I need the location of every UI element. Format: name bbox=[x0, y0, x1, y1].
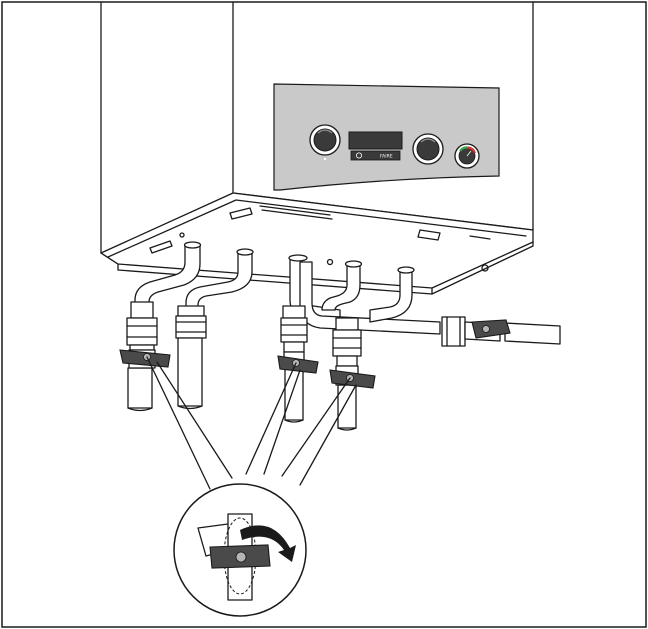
digital-display: FAIRE bbox=[348, 131, 403, 161]
pipe-heating-flow bbox=[126, 241, 202, 412]
power-button-icon bbox=[355, 152, 362, 159]
pressure-gauge-icon bbox=[454, 143, 480, 169]
display-label: FAIRE bbox=[380, 154, 393, 160]
pipe-cold-water bbox=[321, 260, 363, 431]
gas-valve-handle bbox=[471, 319, 511, 339]
valve-cold-water bbox=[329, 365, 376, 389]
temperature-knob-left bbox=[309, 124, 341, 161]
valve-rotation-detail bbox=[173, 483, 307, 617]
valve-gas bbox=[277, 351, 319, 374]
rotation-arrow-icon bbox=[240, 525, 296, 562]
pipe-hot-water bbox=[175, 248, 254, 410]
boiler-casing bbox=[100, 2, 534, 295]
pipe-heating-return bbox=[369, 266, 561, 347]
control-panel: FAIRE bbox=[273, 83, 500, 191]
valve-heating-flow bbox=[119, 349, 171, 369]
callout-leader-lines bbox=[146, 356, 357, 490]
temperature-knob-right bbox=[412, 133, 444, 165]
